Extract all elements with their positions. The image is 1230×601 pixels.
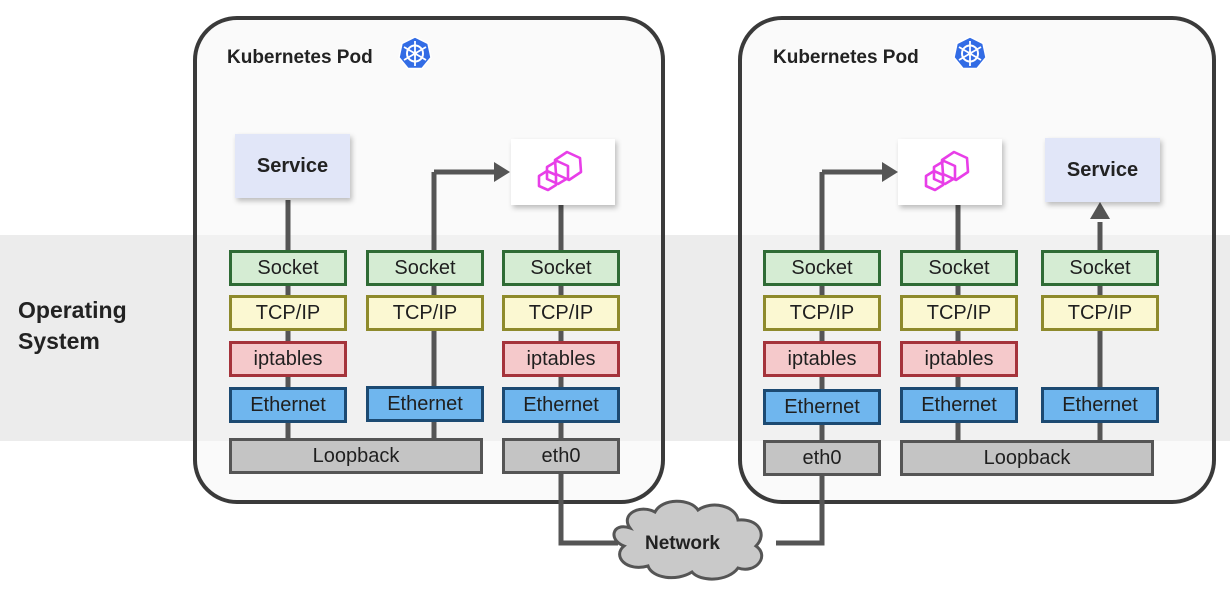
ethernet-box: Ethernet	[366, 386, 484, 422]
socket-box: Socket	[502, 250, 620, 286]
socket-box: Socket	[366, 250, 484, 286]
loopback-box: Loopback	[900, 440, 1154, 476]
ethernet-box: Ethernet	[1041, 387, 1159, 423]
iptables-box: iptables	[229, 341, 347, 377]
eth0-box: eth0	[502, 438, 620, 474]
arrow-head	[882, 162, 898, 182]
arrow-head	[494, 162, 510, 182]
ethernet-box: Ethernet	[900, 387, 1018, 423]
service-box-left: Service	[235, 134, 350, 198]
envoy-proxy-box-left	[511, 139, 615, 205]
iptables-box: iptables	[502, 341, 620, 377]
envoy-proxy-icon	[924, 150, 970, 192]
tcpip-box: TCP/IP	[900, 295, 1018, 331]
ethernet-box: Ethernet	[229, 387, 347, 423]
pod-title-right: Kubernetes Pod	[773, 47, 919, 68]
service-box-right: Service	[1045, 138, 1160, 202]
iptables-box: iptables	[900, 341, 1018, 377]
network-cloud-icon	[612, 499, 764, 581]
iptables-box: iptables	[763, 341, 881, 377]
tcpip-box: TCP/IP	[1041, 295, 1159, 331]
eth0-box: eth0	[763, 440, 881, 476]
kubernetes-icon	[398, 36, 432, 70]
tcpip-box: TCP/IP	[366, 295, 484, 331]
envoy-proxy-icon	[537, 150, 583, 192]
network-label: Network	[645, 533, 720, 554]
tcpip-box: TCP/IP	[763, 295, 881, 331]
socket-box: Socket	[1041, 250, 1159, 286]
ethernet-box: Ethernet	[502, 387, 620, 423]
tcpip-box: TCP/IP	[502, 295, 620, 331]
kubernetes-icon	[953, 36, 987, 70]
arrow-head	[1090, 202, 1110, 219]
tcpip-box: TCP/IP	[229, 295, 347, 331]
envoy-proxy-box-right	[898, 139, 1002, 205]
socket-box: Socket	[900, 250, 1018, 286]
pod-title-left: Kubernetes Pod	[227, 47, 373, 68]
ethernet-box: Ethernet	[763, 389, 881, 425]
loopback-box: Loopback	[229, 438, 483, 474]
operating-system-label: Operating System	[18, 297, 127, 355]
socket-box: Socket	[229, 250, 347, 286]
socket-box: Socket	[763, 250, 881, 286]
